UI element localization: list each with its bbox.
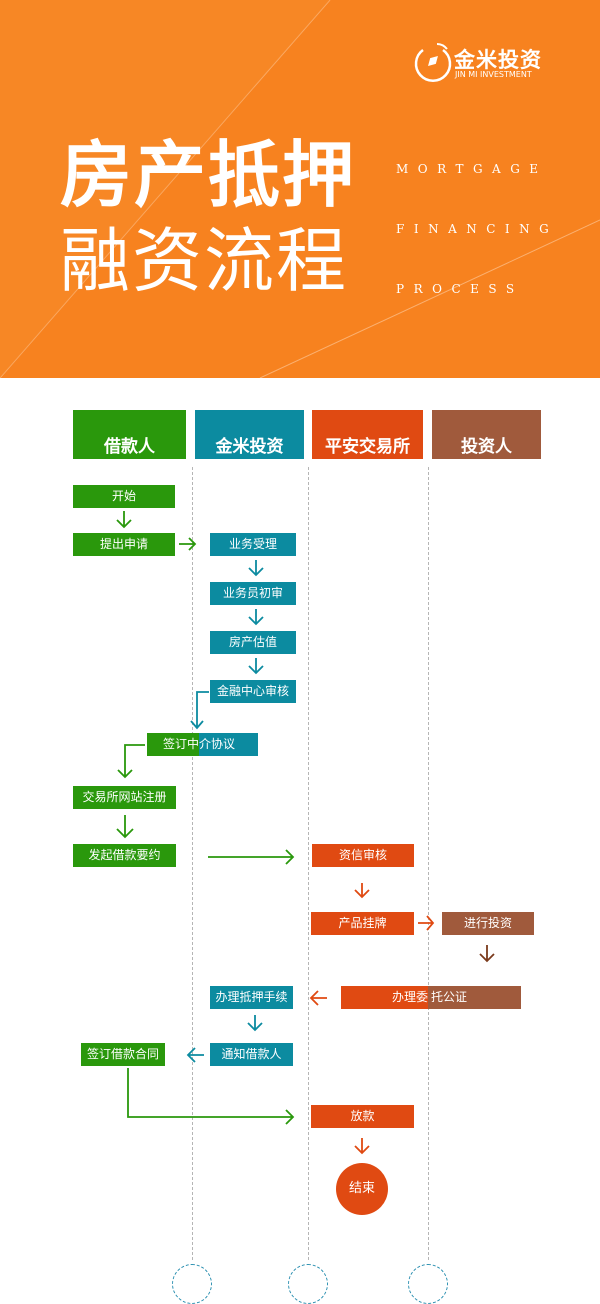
lane-header-exchange: 平安交易所 — [312, 410, 423, 459]
logo-text: 金米投资 — [454, 48, 542, 72]
logo-icon — [414, 43, 452, 82]
en-word-financing: FINANCING — [396, 222, 559, 236]
title-line-1: 房产抵押 — [60, 133, 357, 217]
lane-divider — [308, 467, 309, 1260]
step-accept: 业务受理 — [210, 533, 296, 556]
step-center-review: 金融中心审核 — [210, 680, 296, 703]
lane-header-jinmi: 金米投资 — [195, 410, 304, 459]
step-start: 开始 — [73, 485, 175, 508]
logo-subtext: JIN MI INVESTMENT — [455, 70, 532, 79]
step-register: 交易所网站注册 — [73, 786, 176, 809]
title-line-2: 融资流程 — [60, 220, 348, 302]
step-end: 结束 — [336, 1163, 388, 1215]
step-valuation: 房产估值 — [210, 631, 296, 654]
step-first-review: 业务员初审 — [210, 582, 296, 605]
step-invest: 进行投资 — [442, 912, 534, 935]
lane-header-borrower: 借款人 — [73, 410, 186, 459]
step-contract: 签订借款合同 — [81, 1043, 165, 1066]
step-listing: 产品挂牌 — [311, 912, 414, 935]
lane-divider — [192, 467, 193, 1260]
lane-divider — [428, 467, 429, 1260]
step-credit-review: 资信审核 — [312, 844, 414, 867]
step-apply: 提出申请 — [73, 533, 175, 556]
decor-lines — [0, 0, 600, 378]
lane-header-investor: 投资人 — [432, 410, 541, 459]
en-word-mortgage: MORTGAGE — [396, 162, 548, 176]
step-agency-agreement-right: 介协议 — [199, 733, 258, 756]
hero-banner: 金米投资 JIN MI INVESTMENT 房产抵押 融资流程 MORTGAG… — [0, 0, 600, 378]
step-offer: 发起借款要约 — [73, 844, 176, 867]
en-word-process: PROCESS — [396, 282, 524, 296]
step-notary-left: 办理委 — [341, 986, 428, 1009]
step-notary-right: 托公证 — [428, 986, 521, 1009]
step-mortgage: 办理抵押手续 — [210, 986, 293, 1009]
step-notify: 通知借款人 — [210, 1043, 293, 1066]
step-agency-agreement-left: 签订中 — [147, 733, 199, 756]
step-loan: 放款 — [311, 1105, 414, 1128]
